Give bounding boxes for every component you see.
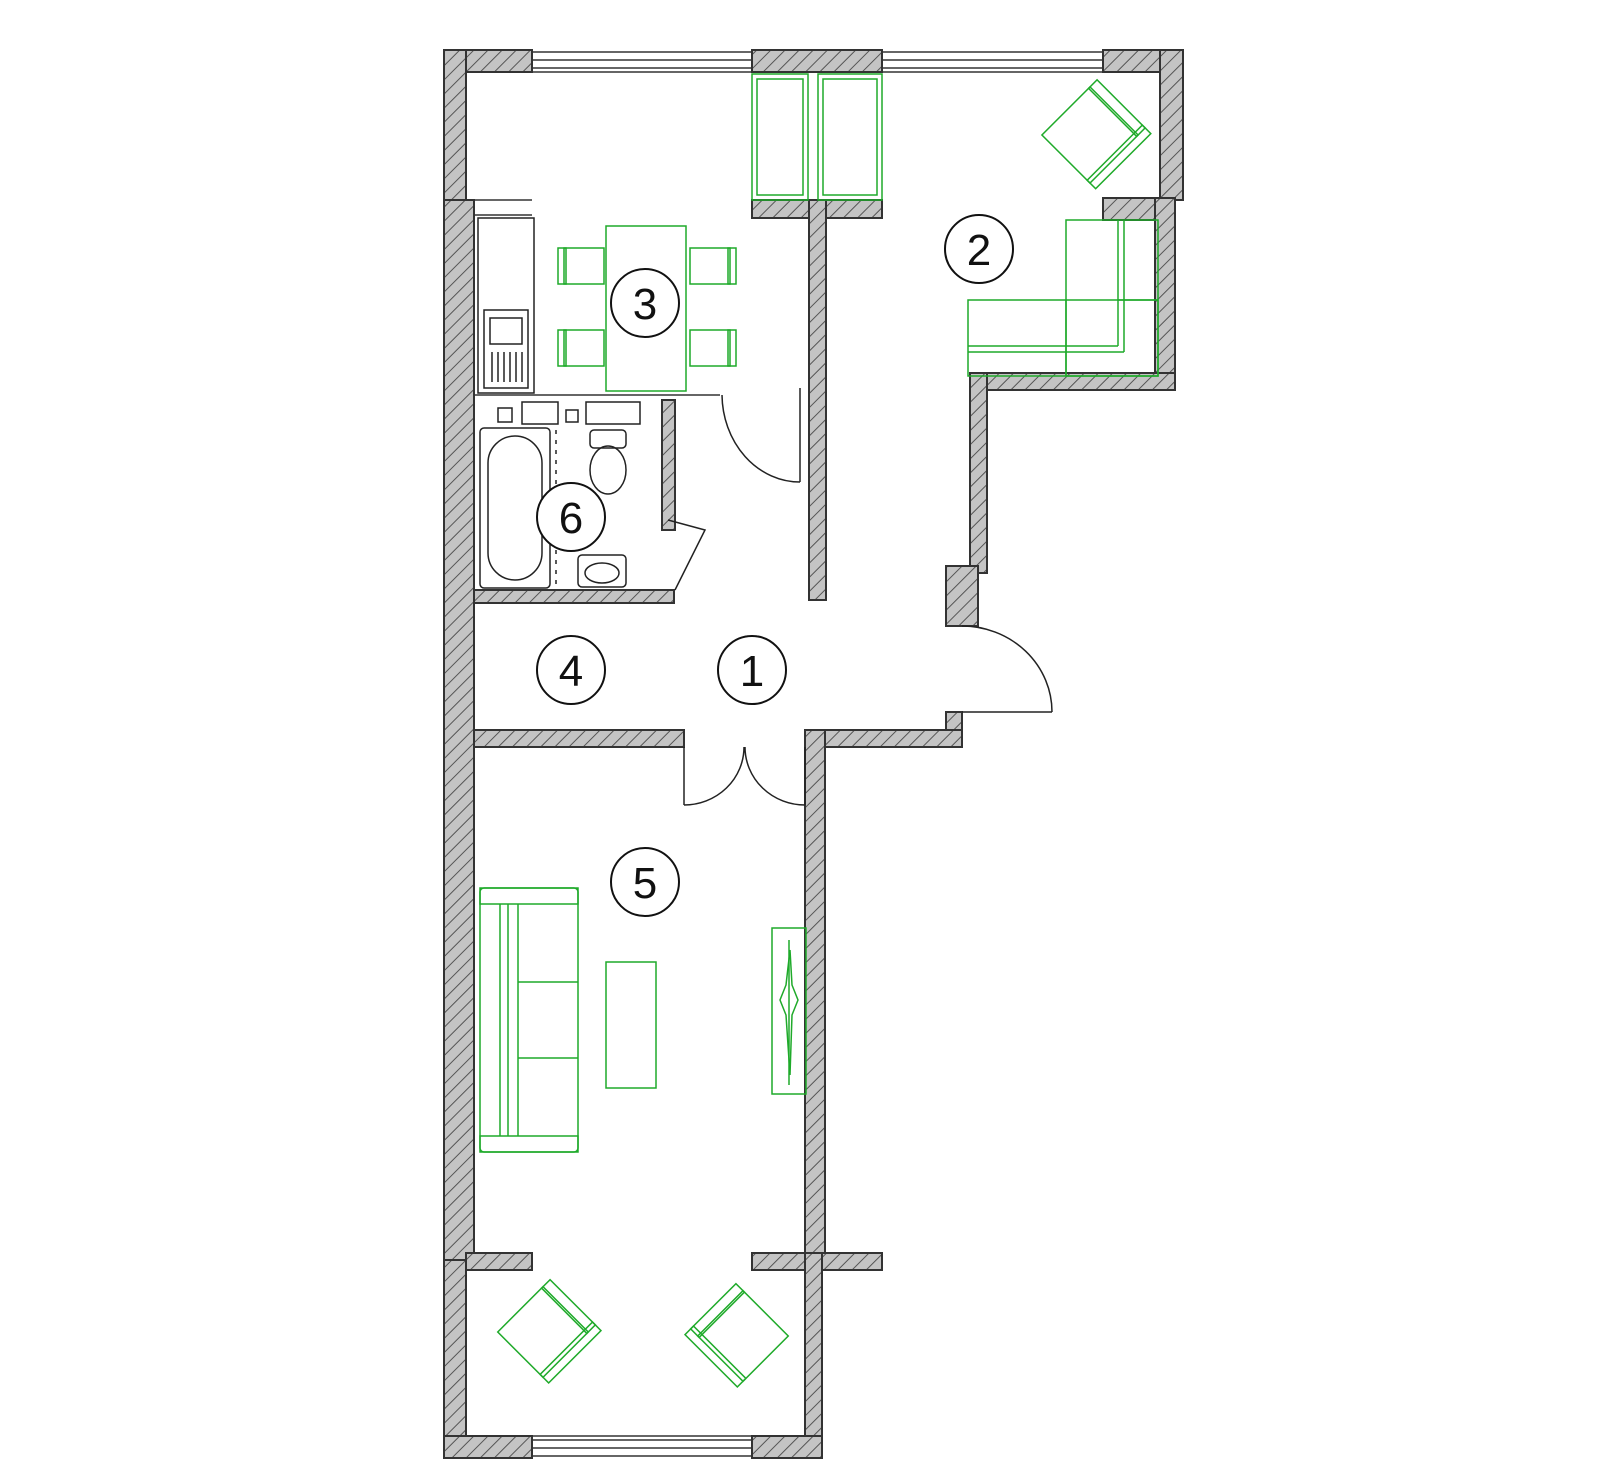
furniture [479, 73, 1159, 1388]
bath-cabinet [521, 401, 559, 425]
door-living-right-swing [744, 746, 806, 806]
walls [443, 49, 1184, 1459]
wall-bottom-right [751, 1435, 823, 1459]
corner-sofa [967, 219, 1159, 377]
wall-bottom-left [443, 1435, 533, 1459]
interior-lines [465, 71, 1160, 1437]
stove-icon [483, 309, 529, 389]
balcony-chair-left [496, 1278, 603, 1384]
wall-corridor-right [969, 372, 988, 574]
room-label-6: 6 [536, 482, 606, 552]
bathtub-basin [487, 435, 543, 581]
room-label-2: 2 [944, 214, 1014, 284]
room-label-5: 5 [610, 847, 680, 917]
stove-burner-panel [489, 317, 523, 345]
dining-chair-2 [557, 329, 605, 367]
door-entry-swing [961, 625, 1053, 713]
coffee-table [605, 961, 657, 1089]
stove-grill-icon [491, 352, 523, 382]
room-label-4: 4 [536, 635, 606, 705]
kitchen-counter [477, 217, 535, 394]
room-label-1: 1 [717, 635, 787, 705]
wall-corridor-lower-right [804, 729, 963, 748]
windows [531, 51, 1104, 1457]
dining-chair-4 [689, 329, 737, 367]
room-label-6-text: 6 [559, 494, 583, 543]
toilet-icon [589, 445, 627, 495]
dining-chair-1 [557, 247, 605, 285]
wall-balcony-side [804, 1252, 823, 1459]
tv-stand [771, 927, 807, 1095]
room-labels: 1 2 3 4 5 6 [536, 214, 1014, 917]
wardrobe-left [751, 73, 809, 201]
wall-bath-right [661, 399, 676, 531]
armchair-room2 [1040, 78, 1152, 190]
wall-bath-bottom [473, 589, 675, 604]
wall-left-inner-step [443, 199, 475, 1261]
room-label-3: 3 [610, 268, 680, 338]
room-label-5-text: 5 [633, 859, 657, 908]
door-bath [667, 519, 707, 591]
doors [667, 388, 1053, 806]
wall-right-top [1159, 49, 1184, 201]
toilet-tank [589, 429, 627, 449]
sink-icon [577, 554, 627, 588]
dining-table [605, 225, 687, 392]
wall-living-right [804, 729, 826, 1261]
room-label-4-text: 4 [559, 647, 583, 696]
room-label-2-text: 2 [967, 226, 991, 275]
wall-entry-jamb [945, 565, 979, 627]
room-label-3-text: 3 [633, 280, 657, 329]
wall-balcony-left [465, 1252, 533, 1271]
living-sofa [479, 887, 579, 1153]
balcony-chair-right [683, 1282, 790, 1388]
room-label-1-text: 1 [740, 647, 764, 696]
wall-kitchen-partition [808, 199, 827, 601]
door-kitchen-swing [721, 394, 801, 483]
door-living-left-swing [683, 746, 745, 806]
dining-chair-3 [689, 247, 737, 285]
wall-top-mid [751, 49, 883, 73]
bath-cabinet-2 [585, 401, 641, 425]
wardrobe-right [817, 73, 883, 201]
wall-corridor-lower-left [473, 729, 685, 748]
